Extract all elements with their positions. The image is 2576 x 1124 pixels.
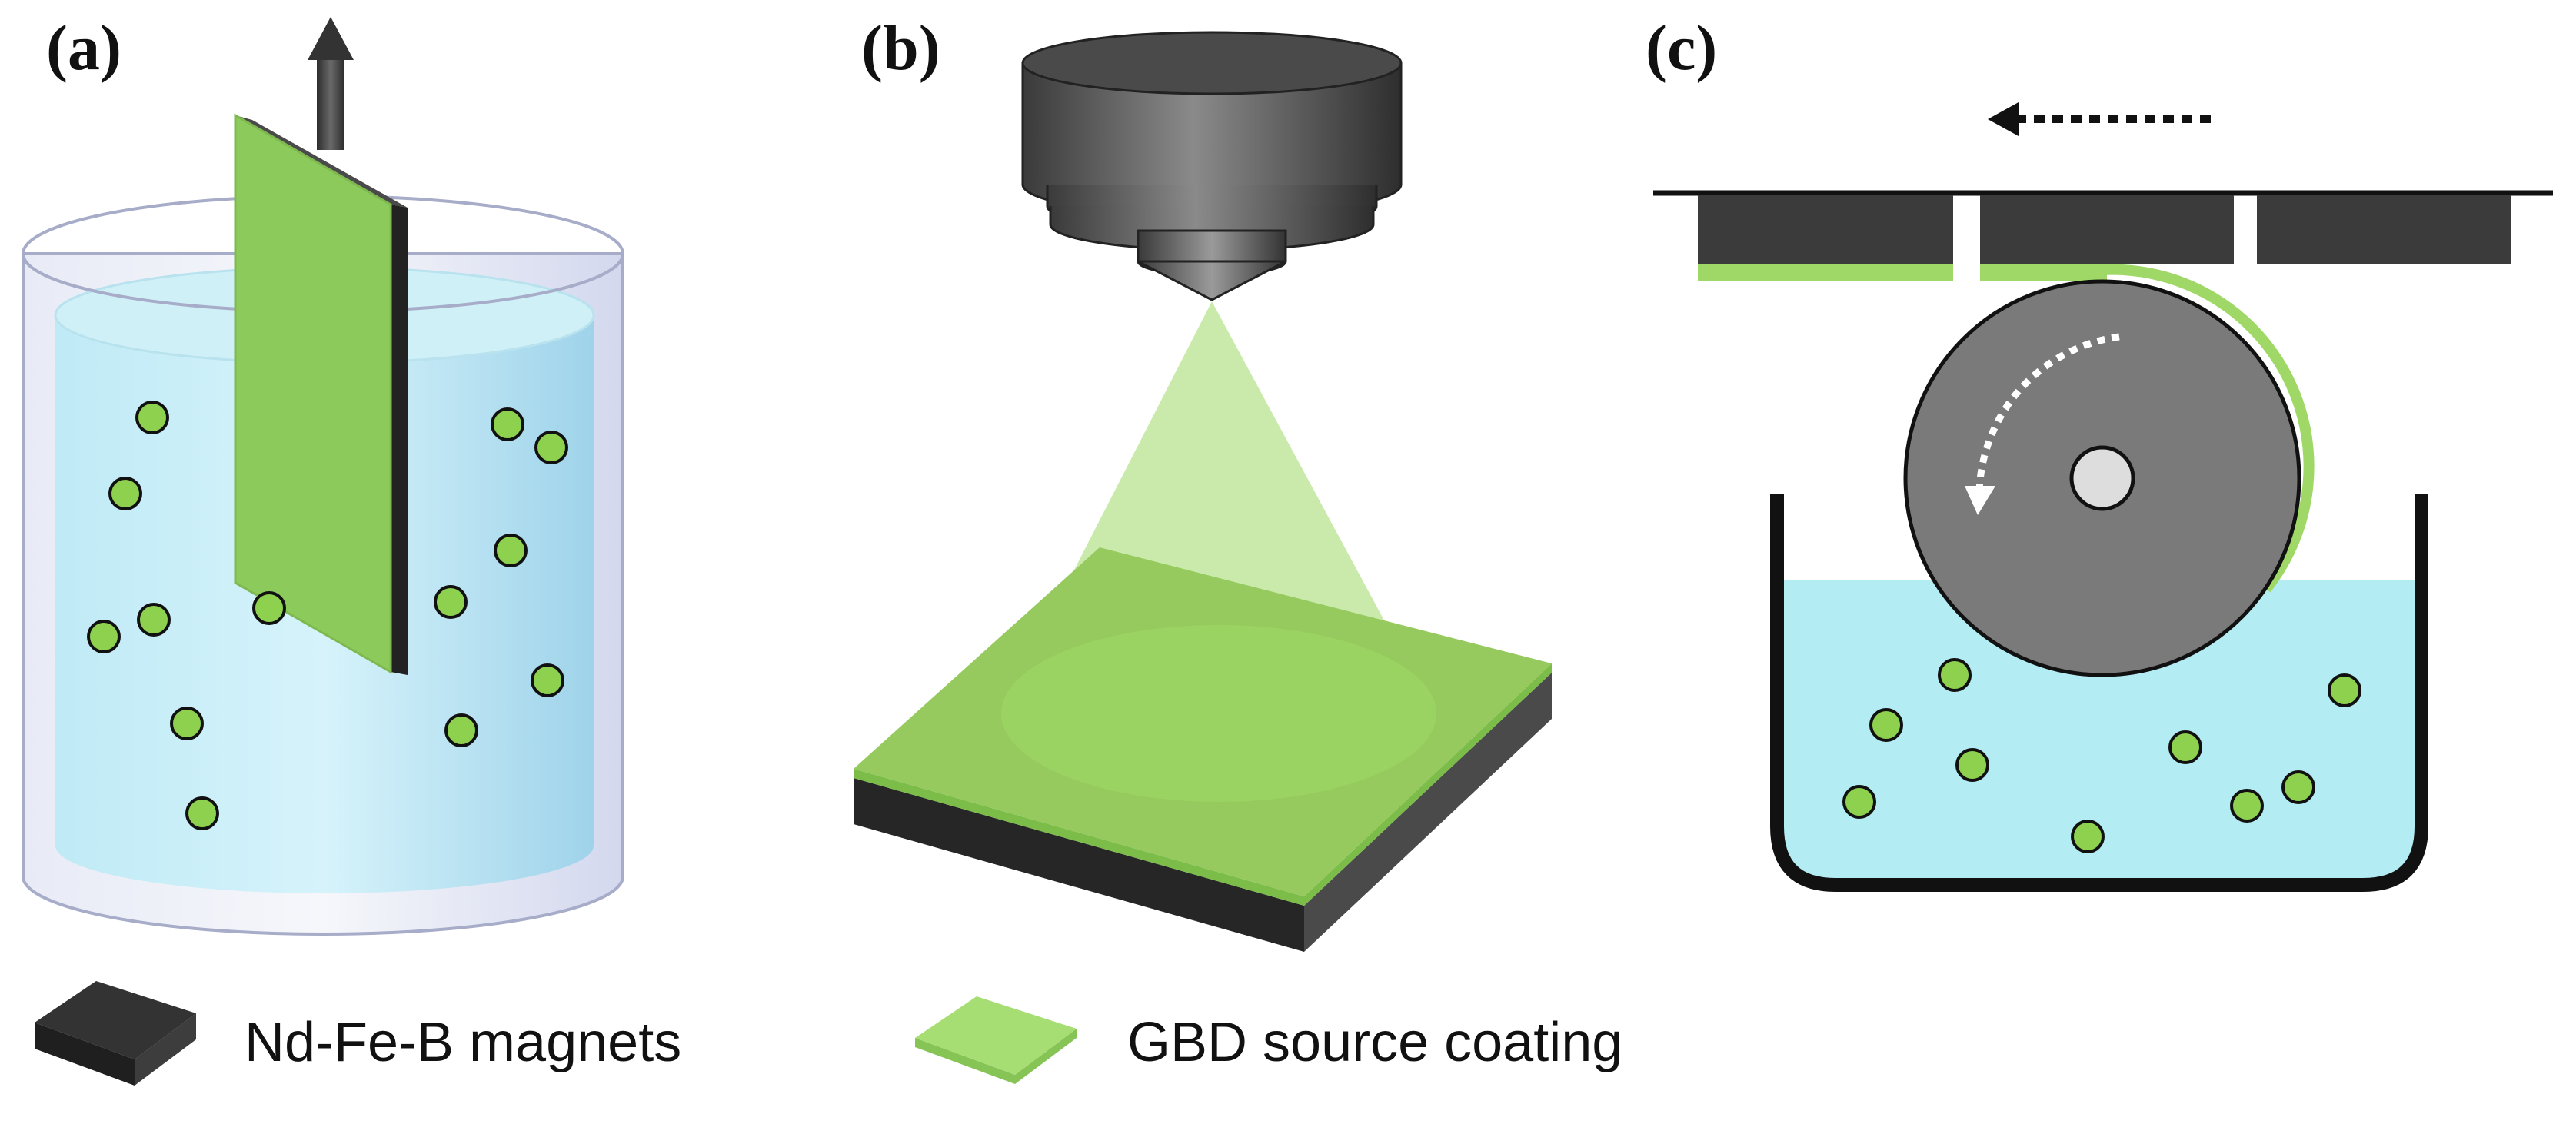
coating-particle [2168,730,2202,764]
plate-coating-face [234,113,392,674]
coating-particle [2281,770,2315,804]
coating-particle [108,477,142,510]
legend-item-magnet: Nd-Fe-B magnets [35,981,681,1086]
block-right-side [1304,673,1552,952]
spray-nozzle [1021,31,1403,301]
coating-particles-a [87,401,568,830]
roller-axle [2069,445,2135,511]
magnet-block [1980,195,2234,264]
nozzle-top [1021,31,1403,95]
coating-particle [87,620,121,653]
coating-particle [491,407,524,441]
magnet-coating [1698,264,1953,281]
coating-particles-c [1842,658,2361,853]
nozzle-tip [1137,260,1286,301]
magnet-swatch-icon [35,981,196,1086]
coating-particle [1955,748,1989,782]
coating-particle [444,713,478,747]
moving-magnets [1698,195,2511,281]
coating-roller [1903,264,2315,677]
panel-c-label: (c) [1646,12,1717,84]
panel-a: (a) [22,12,624,936]
coating-particle [434,585,468,619]
coating-particle [170,707,204,740]
sprayed-magnet-block [854,547,1552,952]
panel-a-label: (a) [46,12,121,84]
legend: Nd-Fe-B magnets GBD source coating [35,981,1622,1086]
coating-particle [252,591,286,625]
panel-b-label: (b) [861,12,940,84]
spray-spot [1001,625,1436,802]
dotted-left-arrow-icon [1988,102,2211,136]
coating-particle [534,431,568,464]
coating-particle [2071,820,2105,853]
plate-edge-top [235,115,408,208]
panel-b: (b) [854,12,1552,952]
coating-particle [185,796,219,830]
coating-particle [1842,785,1876,819]
legend-label-magnet: Nd-Fe-B magnets [245,1012,681,1073]
dipped-magnet-plate [234,113,408,675]
rotation-arrow-head [1965,486,1995,515]
roller-coating-layer [2102,264,2315,593]
up-arrow-icon [308,17,354,150]
legend-label-coating: GBD source coating [1127,1012,1622,1073]
coating-particle [531,663,564,697]
coating-particle [2328,673,2361,707]
block-front-side [854,778,1304,952]
plate-magnet-edge [391,205,408,675]
magnet-coating [1980,264,2107,281]
coating-particle [494,534,528,567]
legend-item-coating: GBD source coating [915,996,1622,1084]
coating-swatch-icon [915,996,1077,1084]
coating-particle [135,401,169,434]
coating-particle [1869,708,1903,742]
magnet-block [1698,195,1953,264]
curved-rotation-arrow-icon [1975,333,2120,493]
panel-c: (c) [1646,12,2553,892]
magnet-block [2257,195,2511,264]
tank-wall [1770,494,2428,892]
coating-particle [2230,789,2264,823]
coating-particle [1938,658,1972,692]
coating-particle [137,603,171,637]
